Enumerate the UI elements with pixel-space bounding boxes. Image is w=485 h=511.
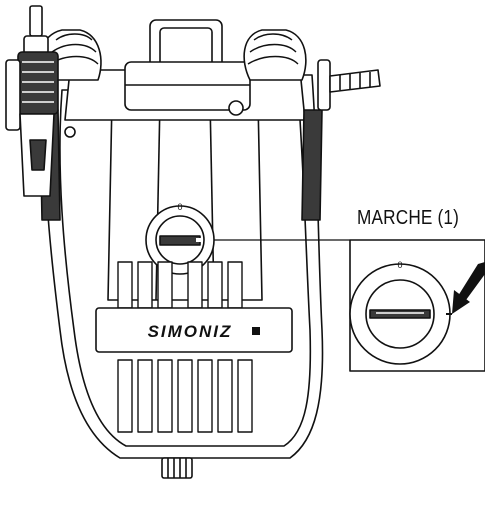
right-wheel <box>301 109 323 221</box>
switch-mark-off: 0 <box>177 202 182 212</box>
right-reel-coils <box>247 33 299 65</box>
lance-holder <box>5 5 59 197</box>
power-switch <box>145 205 215 275</box>
callout-label: MARCHE (1) <box>357 207 460 229</box>
front-grille-lower <box>117 359 253 433</box>
brand-dot <box>252 327 260 335</box>
magnified-switch-mark-off: 0 <box>397 260 402 270</box>
hook-right <box>228 100 244 116</box>
panel-line-left <box>155 99 161 301</box>
right-reel <box>243 29 307 81</box>
brand-logo: SIMONIZ <box>148 322 233 341</box>
bottom-foot <box>161 457 193 479</box>
brand-band <box>95 307 293 353</box>
right-knob <box>317 59 381 111</box>
arrow-icon <box>452 262 485 314</box>
front-grille-upper <box>117 261 243 309</box>
hook-left <box>64 126 76 138</box>
handle-grip <box>124 61 251 111</box>
magnified-switch <box>349 263 452 365</box>
